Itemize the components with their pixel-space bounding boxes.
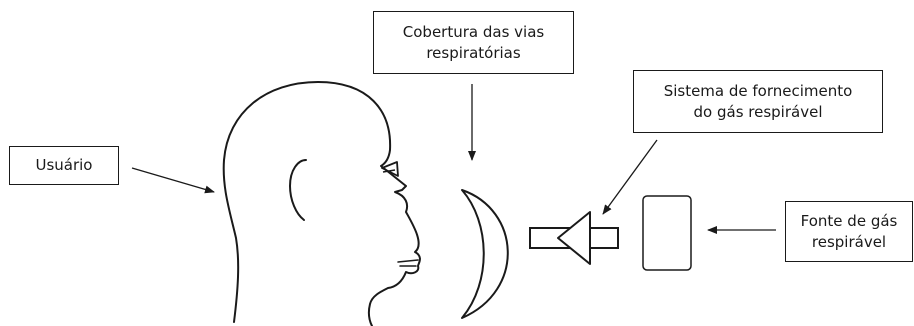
label-supply-system-line-1: Sistema de fornecimento xyxy=(663,81,853,100)
label-gas-source-line-1: Fonte de gás xyxy=(800,211,898,230)
label-airway-cover-line-1: Cobertura das vias xyxy=(402,22,545,41)
label-airway-cover-line-2: respiratórias xyxy=(426,43,521,62)
label-box-airway-cover: Cobertura das vias respiratórias xyxy=(373,11,574,74)
head-outline xyxy=(222,81,421,326)
arrow-user xyxy=(131,167,215,194)
label-box-gas-source: Fonte de gás respirável xyxy=(785,201,913,262)
label-user-line-1: Usuário xyxy=(35,156,93,174)
mouth xyxy=(397,259,419,267)
eye xyxy=(381,161,399,177)
label-gas-source-line-2: respirável xyxy=(811,232,887,251)
ear xyxy=(288,159,307,221)
supply-valve-triangle xyxy=(557,211,591,265)
label-supply-system-line-2: do gás respirável xyxy=(693,102,823,121)
label-box-user: Usuário xyxy=(9,146,119,185)
arrow-supply-system xyxy=(602,139,658,215)
airway-cover-mask xyxy=(461,189,509,319)
gas-source-cylinder xyxy=(642,195,692,271)
label-box-supply-system: Sistema de fornecimento do gás respiráve… xyxy=(633,70,883,133)
